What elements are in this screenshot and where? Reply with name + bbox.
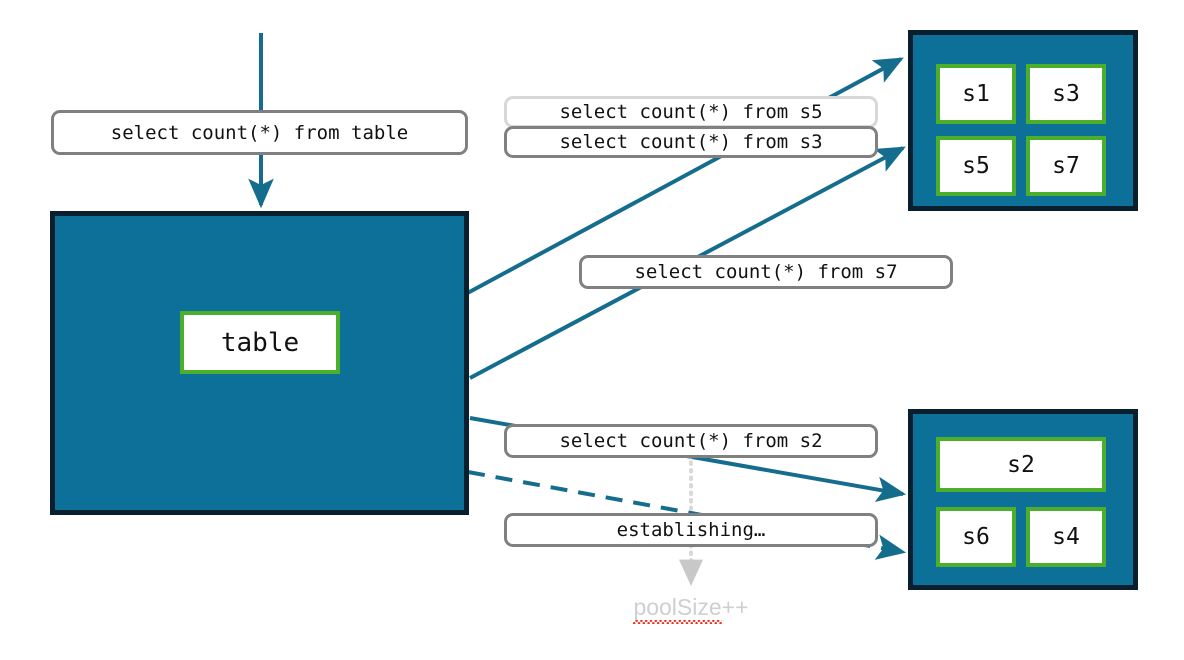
shard-box-s7: s7: [1026, 136, 1106, 196]
poolsize-word: poolSize: [633, 594, 722, 624]
query-label-table: select count(*) from table: [51, 110, 468, 155]
query-label-s7: select count(*) from s7: [579, 255, 953, 289]
query-label-s2: select count(*) from s2: [504, 424, 878, 458]
shard-box-s3: s3: [1026, 64, 1106, 124]
shard-box-s1: s1: [936, 64, 1016, 124]
query-label-s5: select count(*) from s5: [504, 96, 878, 128]
poolsize-suffix: ++: [721, 594, 749, 620]
query-label-s3: select count(*) from s3: [504, 126, 878, 158]
shard-box-s5: s5: [936, 136, 1016, 196]
shard-box-s4: s4: [1026, 507, 1106, 567]
poolsize-annotation: poolSize++: [591, 594, 791, 624]
table-box: table: [180, 311, 340, 374]
status-label-establishing: establishing…: [504, 513, 878, 547]
shard-box-s6: s6: [936, 507, 1016, 567]
shard-box-s2: s2: [936, 437, 1106, 492]
